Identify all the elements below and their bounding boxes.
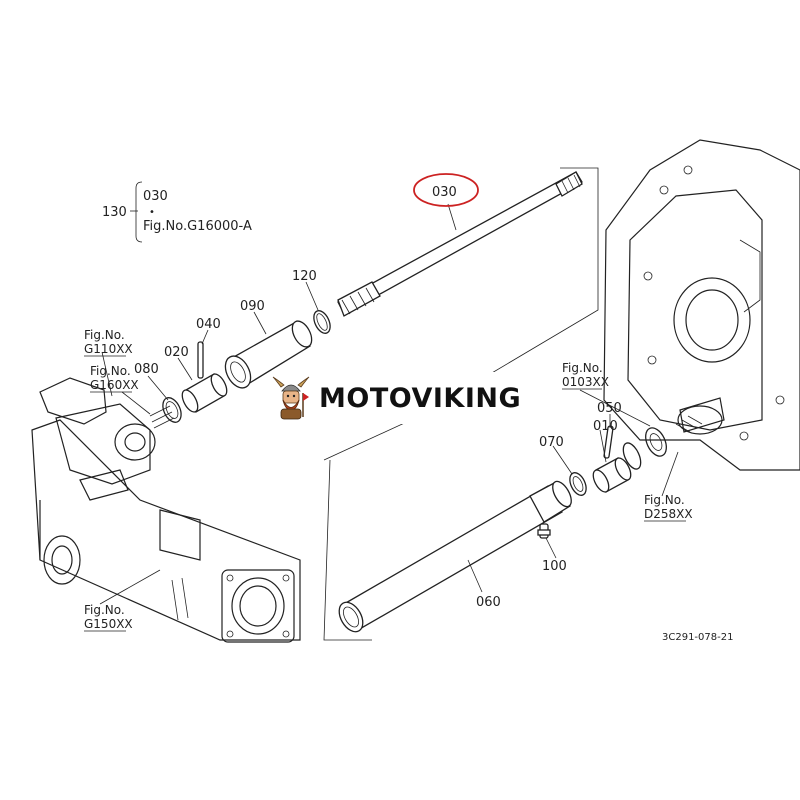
fig-ref-0103-line2: 0103XX	[562, 375, 609, 389]
assembly-item: 030	[143, 189, 168, 204]
part-040-pin	[197, 341, 204, 379]
assembly-dot: •	[149, 207, 155, 218]
watermark-text: MOTOVIKING	[319, 382, 522, 414]
part-100-grease-nipple	[537, 523, 551, 539]
fig-ref-d258-line2: D258XX	[644, 507, 693, 521]
circlip-and-bearing	[622, 427, 667, 470]
fig-ref-g160-line1: Fig.No.	[90, 364, 131, 378]
leader-lines	[99, 203, 679, 605]
part-050-pin	[603, 425, 614, 459]
part-030-shaft	[337, 171, 583, 317]
assembly-fig-ref: Fig.No.G16000-A	[143, 219, 252, 234]
label-090: 090	[240, 299, 265, 314]
label-080: 080	[134, 362, 159, 377]
highlight-circle	[413, 173, 479, 207]
watermark-logo: MOTOVIKING	[265, 372, 535, 424]
label-120: 120	[292, 269, 317, 284]
fig-ref-g160-line2: G160XX	[90, 378, 139, 392]
lower-group-bracket	[323, 459, 372, 641]
label-040: 040	[196, 317, 221, 332]
upper-group-bracket	[479, 167, 599, 381]
label-020: 020	[164, 345, 189, 360]
transmission-case	[603, 139, 800, 471]
label-070: 070	[539, 435, 564, 450]
fig-ref-g110-line1: Fig.No.	[84, 328, 125, 342]
fig-ref-g150-line2: G150XX	[84, 617, 133, 631]
label-060: 060	[476, 595, 501, 610]
viking-mascot-icon	[272, 376, 310, 420]
part-080-o-ring	[162, 397, 182, 423]
part-010-collar	[592, 457, 632, 493]
label-030: 030	[432, 185, 457, 200]
part-120-o-ring	[313, 310, 331, 334]
part-060-tube	[338, 480, 572, 633]
fig-ref-0103-line1: Fig.No.	[562, 361, 603, 375]
assembly-number: 130	[102, 205, 127, 220]
diagram-code: 3C291-078-21	[662, 632, 733, 643]
part-070-o-ring	[569, 472, 587, 496]
part-020-collar	[181, 373, 228, 413]
assembly-callout: 130 030 • Fig.No.G16000-A	[102, 181, 252, 243]
fig-ref-g110-line2: G110XX	[84, 342, 133, 356]
label-100: 100	[542, 559, 567, 574]
label-050: 050	[597, 401, 622, 416]
fig-ref-d258-line1: Fig.No.	[644, 493, 685, 507]
fig-ref-g150-line1: Fig.No.	[84, 603, 125, 617]
part-090-sleeve	[224, 320, 313, 389]
front-axle-case	[31, 377, 301, 643]
label-010: 010	[593, 419, 618, 434]
